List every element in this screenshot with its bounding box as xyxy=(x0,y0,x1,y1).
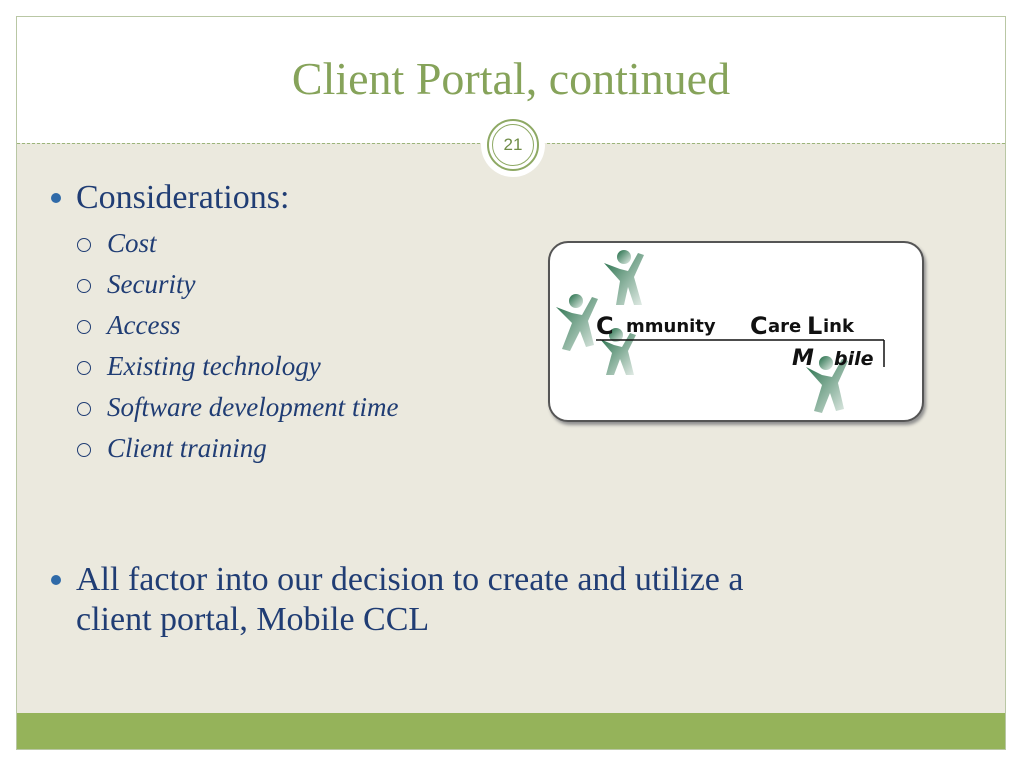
logo-letter-c: C xyxy=(596,312,614,340)
sub-bullet-circle xyxy=(77,361,91,375)
logo-word-are: are xyxy=(768,316,801,337)
bullet-dot xyxy=(51,193,61,203)
slide-title: Client Portal, continued xyxy=(291,53,731,104)
sub-bullet-circle xyxy=(77,443,91,457)
logo-graphic: C mmunity C are L ink M bile xyxy=(556,250,885,413)
logo-word-ink: ink xyxy=(823,316,855,337)
logo-letter-l: L xyxy=(807,312,822,340)
people-figure-icon xyxy=(806,356,848,413)
logo-letter-c2: C xyxy=(750,312,768,340)
sub-bullet-circle xyxy=(77,279,91,293)
bullet-text: Considerations: xyxy=(76,179,290,216)
footer-bar xyxy=(17,713,1005,749)
bullet-text-line1: All factor into our decision to create a… xyxy=(76,561,744,598)
sub-item-text: Existing technology xyxy=(107,351,321,381)
slide-frame: Client Portal, continued 21 Consideratio… xyxy=(16,16,1006,750)
slide-number-badge: 21 xyxy=(481,113,545,177)
people-figure-icon xyxy=(604,250,644,305)
sub-item-text: Access xyxy=(107,310,181,340)
sub-item-text: Software development time xyxy=(107,392,399,422)
people-figure-icon xyxy=(600,328,636,375)
bullet-text-line2: client portal, Mobile CCL xyxy=(76,601,430,638)
bullet-dot xyxy=(51,575,61,585)
sub-item-text: Security xyxy=(107,269,196,299)
sub-bullet-circle xyxy=(77,238,91,252)
sub-item-text: Cost xyxy=(107,228,157,258)
sub-bullet-circle xyxy=(77,320,91,334)
logo-letter-m: M xyxy=(792,346,814,371)
logo-word-mmunity: mmunity xyxy=(626,316,716,337)
sub-item-text: Client training xyxy=(107,433,267,463)
community-carelink-mobile-logo: C mmunity C are L ink M bile xyxy=(548,241,924,422)
slide-number: 21 xyxy=(503,135,523,154)
people-figure-icon xyxy=(556,294,598,351)
logo-word-bile: bile xyxy=(834,348,874,370)
slide-number-ring: 21 xyxy=(487,119,539,171)
sub-bullet-circle xyxy=(77,402,91,416)
